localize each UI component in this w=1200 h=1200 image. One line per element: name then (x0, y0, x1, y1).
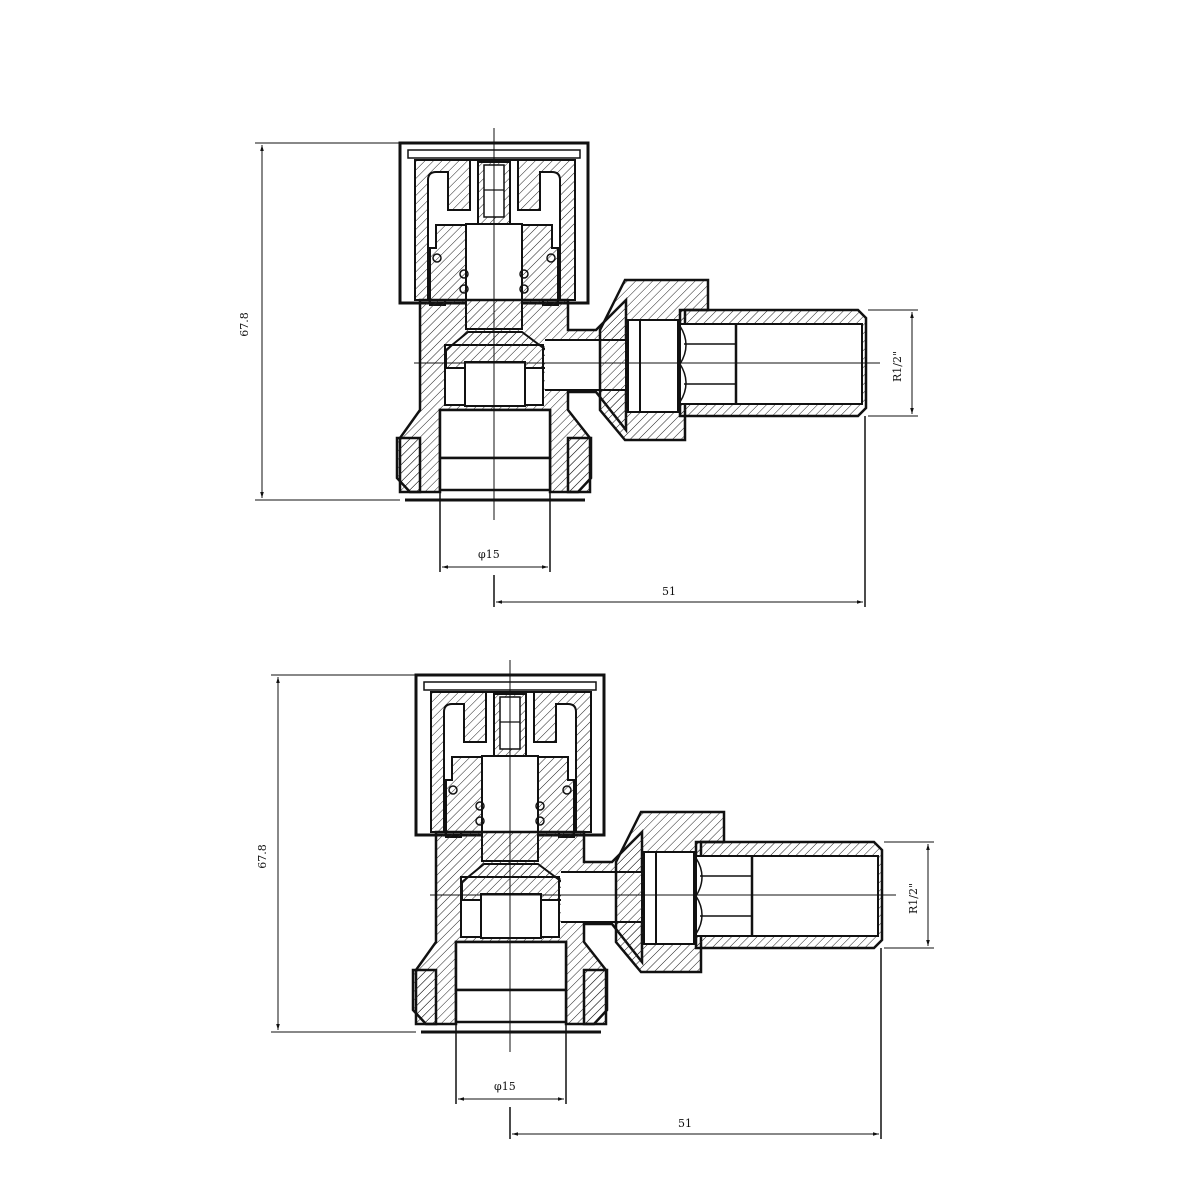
valve-drawing-upper (255, 128, 918, 607)
height-dimension-label-upper: 67.8 (237, 312, 251, 337)
thread-dimension-label-upper: R1/2" (891, 350, 905, 383)
thread-dimension-label-lower: R1/2" (907, 882, 921, 915)
pipe-diameter-label-lower: φ15 (494, 1080, 516, 1093)
height-dimension-label-lower: 67.8 (255, 844, 269, 869)
length-dimension-label-upper: 51 (662, 585, 676, 598)
length-dimension-label-lower: 51 (678, 1117, 692, 1130)
valve-drawing-lower (271, 660, 934, 1139)
pipe-diameter-label-upper: φ15 (478, 548, 500, 561)
